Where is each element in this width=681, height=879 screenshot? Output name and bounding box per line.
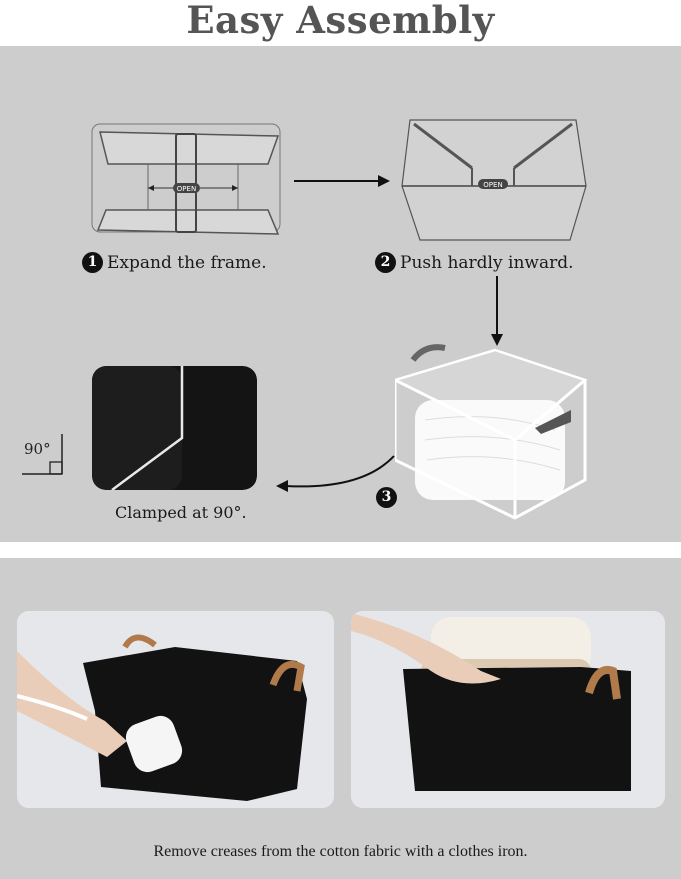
- step-number-badge: 3: [376, 487, 397, 508]
- svg-text:OPEN: OPEN: [177, 185, 196, 193]
- clamped-corner-photo: [92, 366, 257, 490]
- arrow-down-icon: [491, 276, 503, 346]
- expanding-frame-illustration: OPEN: [401, 119, 587, 241]
- arrow-right-icon: [294, 175, 390, 187]
- step-number-badge: 1: [82, 252, 103, 273]
- page-title: Easy Assembly: [186, 0, 495, 42]
- step-1-text: Expand the frame.: [107, 252, 267, 273]
- right-angle-icon: [22, 434, 63, 475]
- clamped-caption: Clamped at 90°.: [115, 503, 247, 522]
- step-2-label: 2 Push hardly inward.: [375, 252, 574, 273]
- steaming-basket-photo: [17, 611, 334, 808]
- section-divider: [0, 542, 681, 558]
- assembled-box-with-towels-illustration: [395, 344, 588, 520]
- collapsed-frame-illustration: OPEN: [91, 123, 281, 235]
- towels-in-basket-photo: [351, 611, 665, 808]
- step-3-badge: 3: [376, 486, 397, 508]
- angle-label: 90°: [24, 440, 51, 458]
- step-2-text: Push hardly inward.: [400, 252, 574, 273]
- footer-caption: Remove creases from the cotton fabric wi…: [153, 843, 528, 860]
- curved-arrow-icon: [276, 455, 395, 492]
- svg-text:OPEN: OPEN: [483, 181, 502, 189]
- step-number-badge: 2: [375, 252, 396, 273]
- step-1-label: 1 Expand the frame.: [82, 252, 267, 273]
